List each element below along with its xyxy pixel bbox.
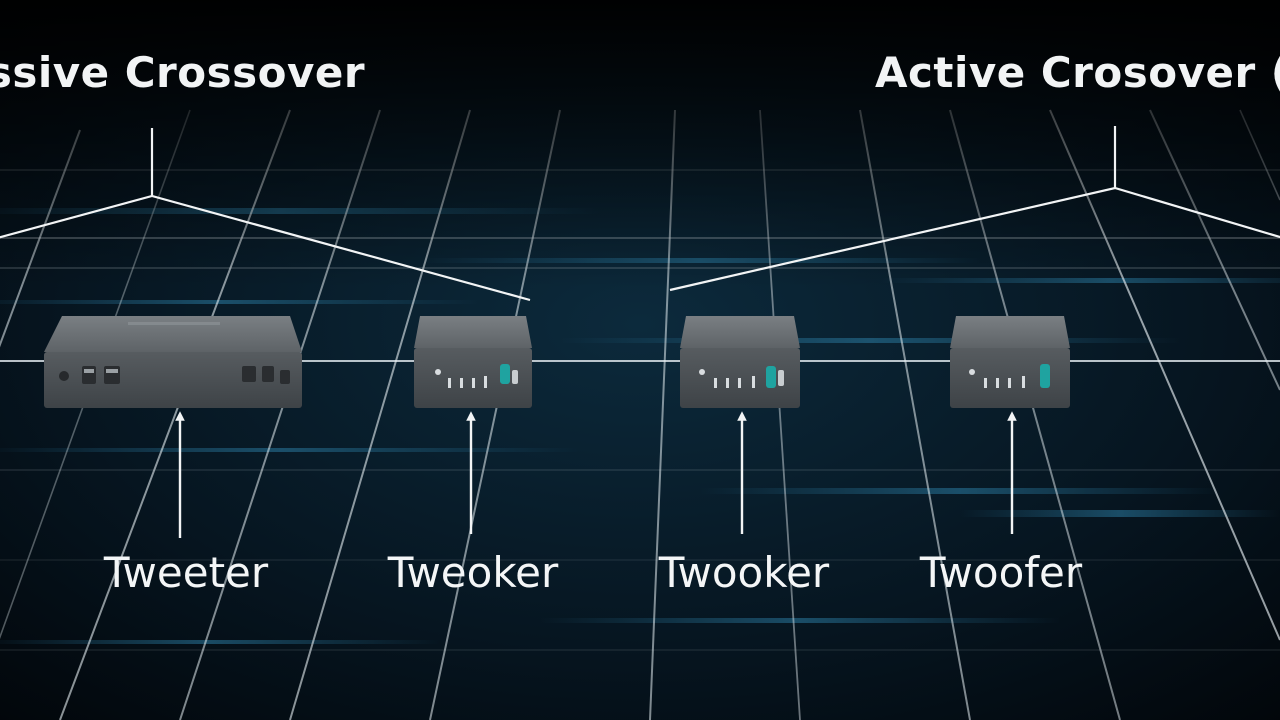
device-tweoker bbox=[414, 316, 532, 408]
tweeter-label: Tweeter bbox=[103, 548, 269, 597]
twoofer-label: Twoofer bbox=[919, 548, 1083, 597]
passive-crossover-title: assive Crossover bbox=[0, 48, 366, 97]
device-twooker bbox=[680, 316, 800, 408]
device-tweeter bbox=[44, 316, 302, 408]
active-crossover-title: Active Crosover (I bbox=[875, 48, 1280, 97]
label-arrows bbox=[175, 411, 1017, 538]
device-twoofer bbox=[950, 316, 1070, 408]
title-connectors bbox=[0, 126, 1280, 302]
tweoker-label: Tweoker bbox=[387, 548, 559, 597]
twooker-label: Twooker bbox=[658, 548, 830, 597]
